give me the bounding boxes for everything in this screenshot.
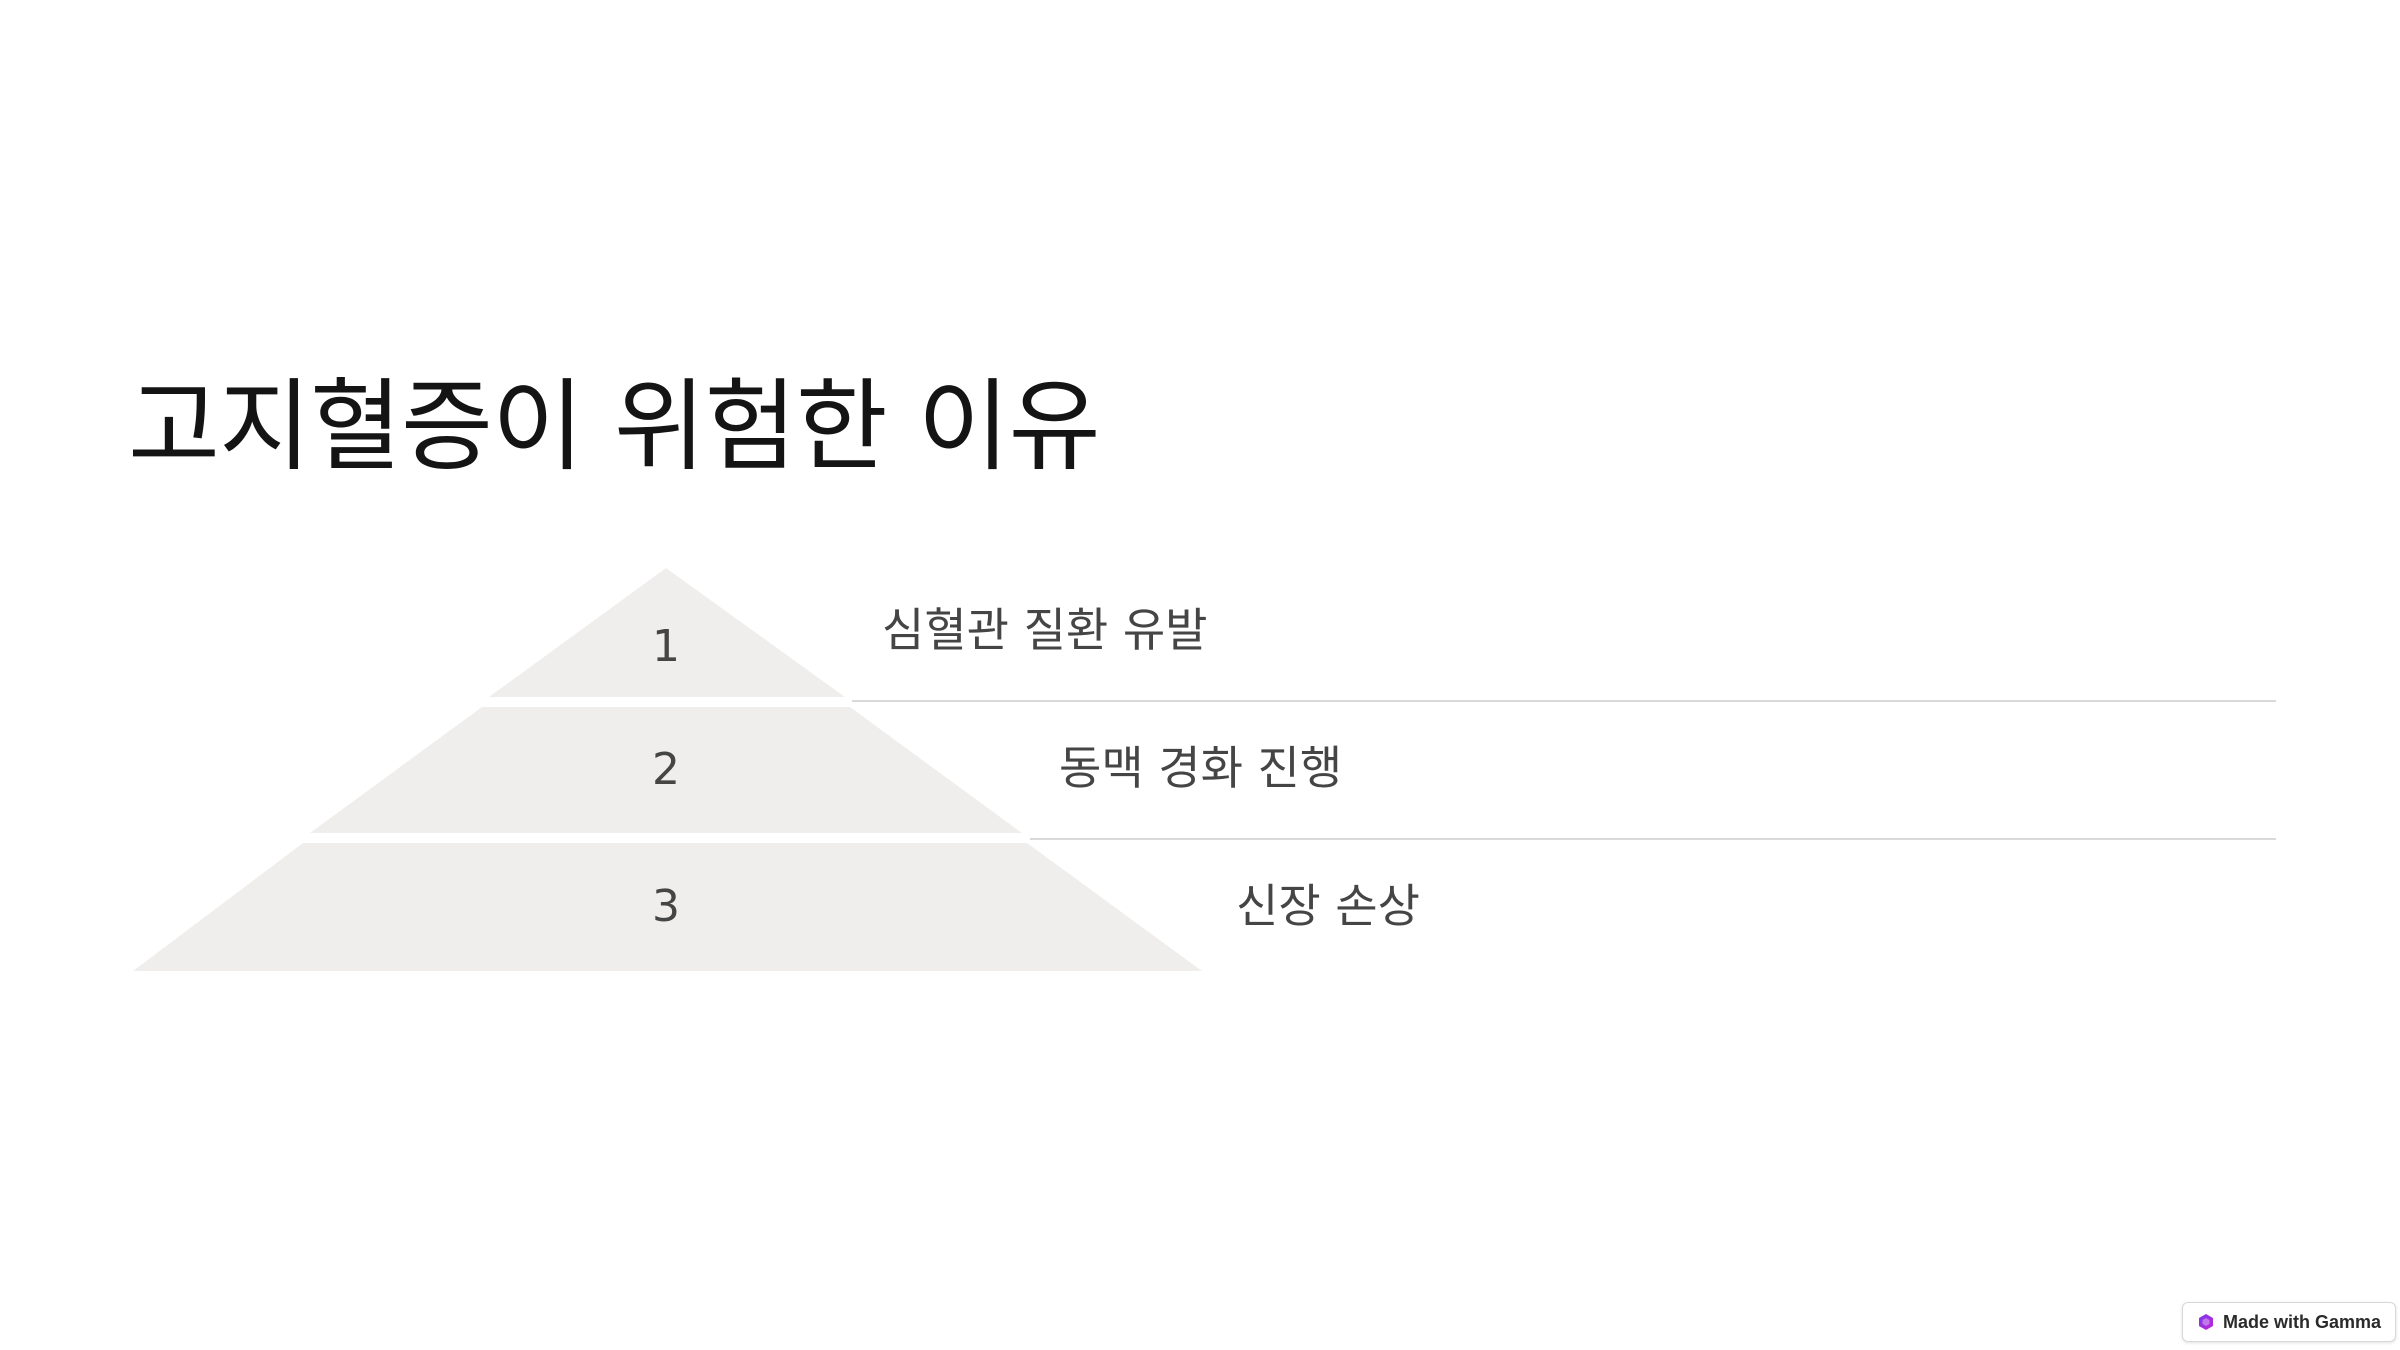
tier-label-3: 신장 손상 <box>1236 879 1420 933</box>
tier-label-2: 동맥 경화 진행 <box>1059 741 1343 795</box>
slide-title: 고지혈증이 위험한 이유 <box>128 368 1101 485</box>
tier-number-3: 3 <box>652 881 680 932</box>
made-with-gamma-badge[interactable]: Made with Gamma <box>2182 1302 2396 1342</box>
pyramid-tier-3-shape <box>133 843 1202 971</box>
pyramid-tier-2-shape <box>310 707 1022 833</box>
tier-label-1: 심혈관 질환 유발 <box>882 603 1208 657</box>
badge-label: Made with Gamma <box>2223 1311 2382 1332</box>
pyramid-tier-1-shape <box>489 568 845 697</box>
gamma-logo-icon <box>2199 1314 2213 1330</box>
tier-number-1: 1 <box>652 621 680 672</box>
tier-number-2: 2 <box>652 744 680 795</box>
